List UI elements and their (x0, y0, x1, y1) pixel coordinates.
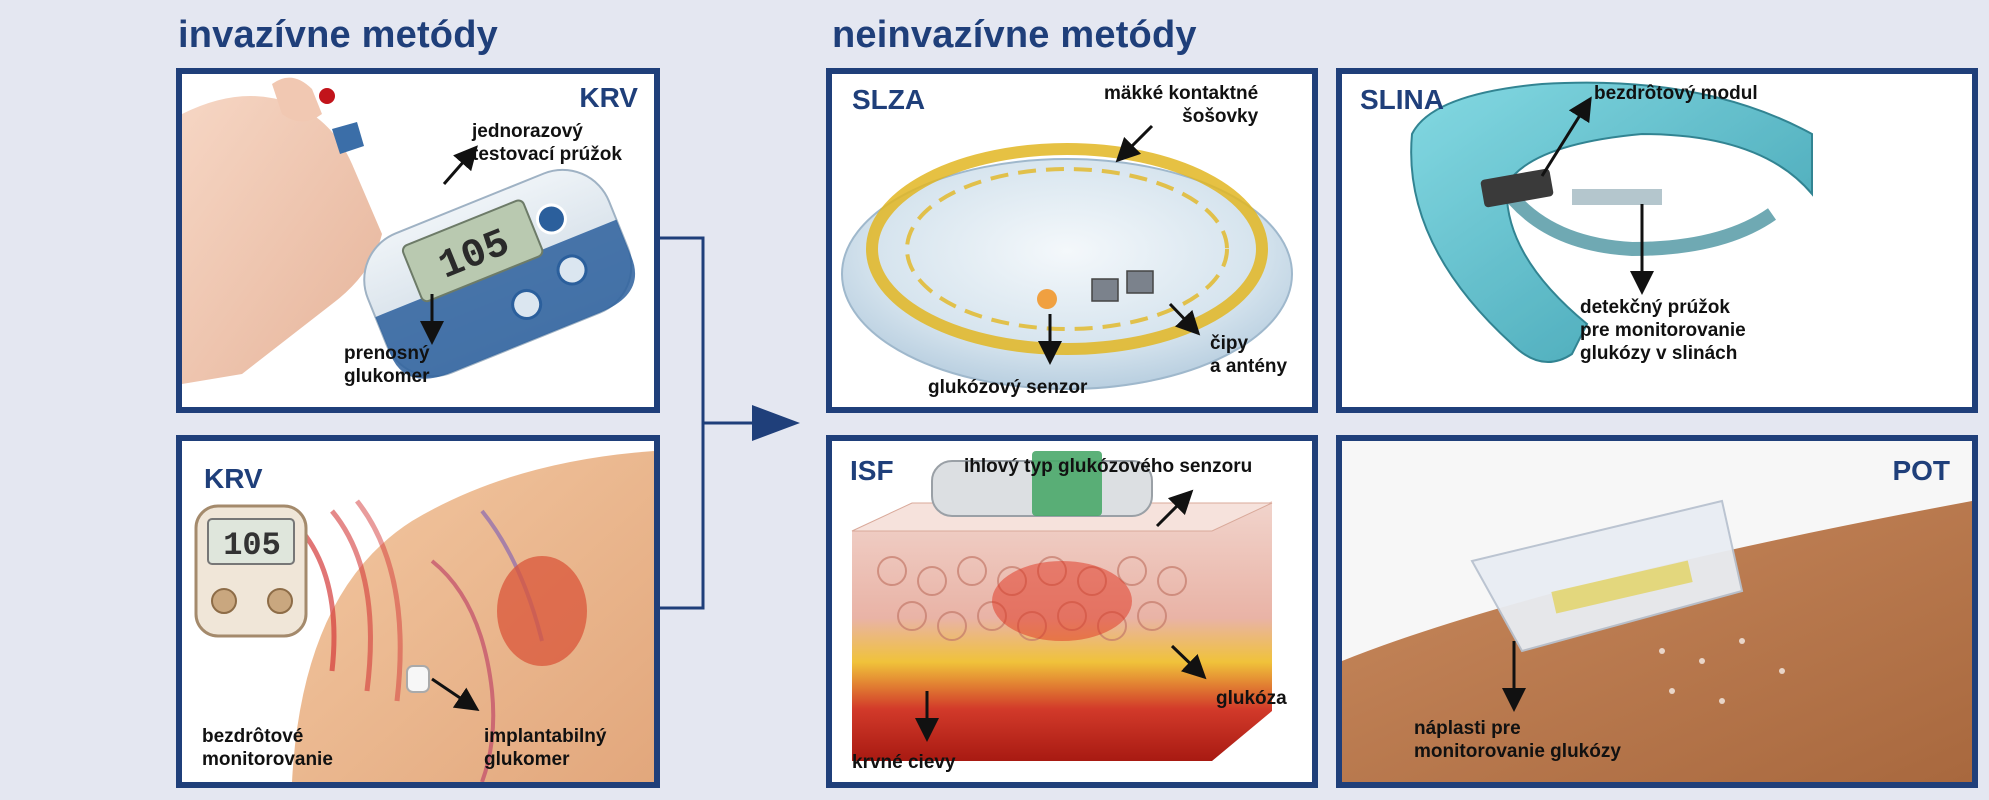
panel-krv-implant: 105 KRV bezdrôtové monitorovanie implant… (176, 435, 660, 788)
wireless-module-icon (1480, 168, 1554, 208)
panel-title-krv-implant: KRV (204, 463, 263, 494)
monitor-display-value: 105 (223, 527, 281, 564)
panel-pot: POT náplasti pre monitorovanie glukózy (1336, 435, 1978, 788)
panel-title-slina: SLINA (1360, 84, 1444, 115)
sweat-patch-illustration (1342, 441, 1972, 782)
implant-arrow-icon (431, 677, 480, 712)
label-test-strip: jednorazový testovací prúžok (472, 121, 622, 165)
flow-arrow-icon (752, 405, 800, 441)
panel-slza: SLZA mäkké kontaktné šošovky čipy a anté… (826, 68, 1318, 413)
noninvasive-heading: neinvazívne metódy (832, 14, 1197, 56)
label-soft-lenses: mäkké kontaktné šošovky (1104, 83, 1259, 127)
label-glucose: glukóza (1216, 688, 1287, 709)
panel-krv-meter: 105 KRV jednorazový testovací prúžok pre… (176, 68, 660, 413)
chip-icon (1091, 278, 1119, 302)
label-chips-antennas: čipy a antény (1210, 333, 1288, 377)
skin-tissue-illustration (832, 441, 1312, 782)
panel-title-slza: SLZA (852, 84, 926, 115)
label-wireless-module: bezdrôtový modul (1594, 83, 1758, 104)
lens-arrow-icon (1038, 124, 1201, 365)
mouthguard-arrow-icon (1540, 96, 1654, 295)
sensor-icon (1037, 289, 1057, 309)
patch-arrow-icon (1502, 641, 1526, 712)
panel-title-pot: POT (1892, 455, 1950, 486)
panel-title-isf: ISF (850, 455, 894, 486)
implant-device-icon (406, 665, 430, 693)
implant-illustration: 105 (182, 441, 654, 782)
panel-title-krv: KRV (579, 82, 638, 113)
glucometer-illustration: 105 (182, 74, 654, 407)
panel-isf: ISF ihlový typ glukózového senzoru glukó… (826, 435, 1318, 788)
strip-arrow-icon (420, 145, 478, 345)
invasive-heading: invazívne metódy (178, 14, 498, 56)
test-strip-icon (332, 122, 364, 154)
label-sweat-patch: náplasti pre monitorovanie glukózy (1414, 718, 1621, 762)
label-blood-vessels: krvné cievy (852, 752, 956, 773)
patch-icon (1470, 499, 1744, 653)
panel-slina: SLINA bezdrôtový modul detekčný prúžok p… (1336, 68, 1978, 413)
mouthguard-illustration (1342, 74, 1972, 407)
tissue-arrow-icon (915, 489, 1207, 742)
label-portable-meter: prenosný glukomer (344, 343, 430, 387)
label-detection-strip: detekčný prúžok pre monitorovanie glukóz… (1580, 297, 1746, 364)
label-implantable-meter: implantabilný glukomer (484, 726, 607, 770)
label-wireless-monitoring: bezdrôtové monitorovanie (202, 726, 333, 770)
label-needle-sensor: ihlový typ glukózového senzoru (964, 456, 1253, 477)
label-glucose-sensor: glukózový senzor (928, 377, 1088, 398)
